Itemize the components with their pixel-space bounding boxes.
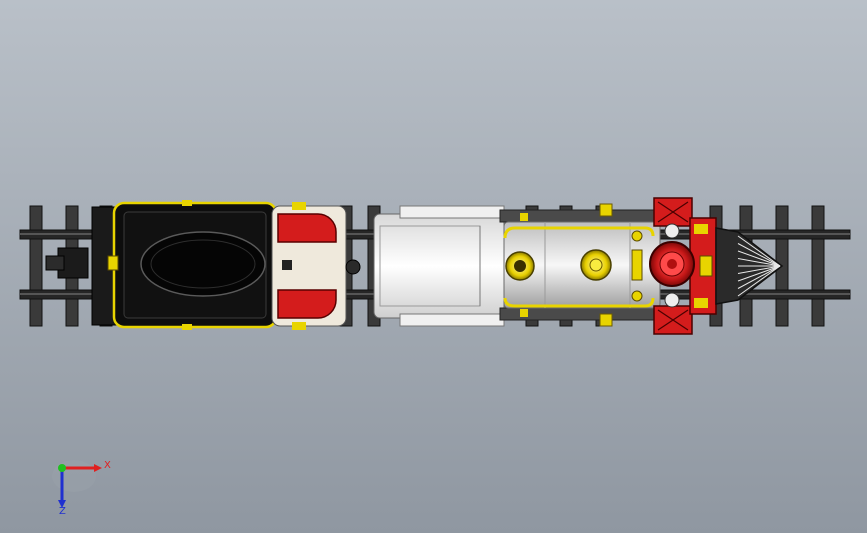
smokebox[interactable]	[649, 197, 717, 335]
cab-top-bracket	[292, 202, 306, 210]
bell-mount-top	[631, 230, 643, 242]
cab-seat-top	[277, 213, 337, 243]
cab-rear[interactable]	[271, 202, 361, 330]
cowcatcher-bar	[737, 265, 781, 297]
tender-side-lamp	[107, 255, 119, 271]
z-axis-head	[58, 500, 66, 508]
stack-rivet-bottom	[664, 292, 680, 308]
track-tie	[29, 205, 43, 327]
boiler[interactable]	[499, 203, 661, 327]
pipe-fitting-4	[599, 313, 613, 327]
view-triad[interactable]: X Z	[52, 460, 111, 517]
tender-rear-hook	[45, 255, 65, 271]
cylinder-bottom-cross	[657, 309, 689, 331]
drawbar-pin	[345, 259, 361, 275]
x-axis-label: X	[104, 460, 111, 471]
cab-body	[373, 213, 505, 319]
tender-bottom-trim	[182, 324, 192, 330]
cowcatcher-bar	[737, 243, 781, 267]
cowcatcher-bar	[737, 265, 781, 274]
pipe-fitting-3	[599, 203, 613, 217]
headlamp	[699, 255, 713, 277]
headlamp-bracket-top	[694, 224, 708, 234]
pipe-fitting-1	[520, 213, 528, 221]
sand-valve	[631, 249, 643, 281]
bell-mount-bottom	[631, 290, 643, 302]
headlamp-bracket-bottom	[694, 298, 708, 308]
cab-bottom-bracket	[292, 322, 306, 330]
tender-coal-hatch	[140, 231, 266, 297]
cab[interactable]	[373, 205, 505, 327]
cab-roof-bottom-edge	[399, 313, 505, 327]
smokestack-core	[667, 259, 677, 269]
cab-backhead-valve	[282, 260, 292, 270]
steam-pipe-top	[503, 226, 655, 239]
cowcatcher-bar	[737, 265, 781, 289]
cowcatcher-bar	[737, 265, 781, 282]
whistle-dome-center	[514, 260, 526, 272]
stack-rivet-top	[664, 223, 680, 239]
cylinder-top-cross	[657, 201, 689, 223]
triad-shadow	[52, 460, 96, 492]
cowcatcher-bar	[737, 250, 781, 267]
tender-top-trim	[182, 200, 192, 206]
track-tie	[811, 205, 825, 327]
y-axis-dot	[58, 464, 66, 472]
steam-pipe-bottom	[503, 297, 655, 308]
pipe-fitting-2	[520, 309, 528, 317]
cowcatcher-bars	[737, 235, 781, 297]
z-axis-label: Z	[59, 506, 66, 517]
steam-dome-cap	[589, 258, 603, 272]
cowcatcher[interactable]	[715, 227, 784, 305]
cowcatcher-bar	[737, 235, 781, 267]
tender[interactable]	[45, 200, 278, 330]
x-axis-head	[94, 464, 102, 472]
cowcatcher-bar	[737, 258, 781, 267]
cab-seat-bottom	[277, 289, 337, 319]
cab-roof-top-edge	[399, 205, 505, 219]
